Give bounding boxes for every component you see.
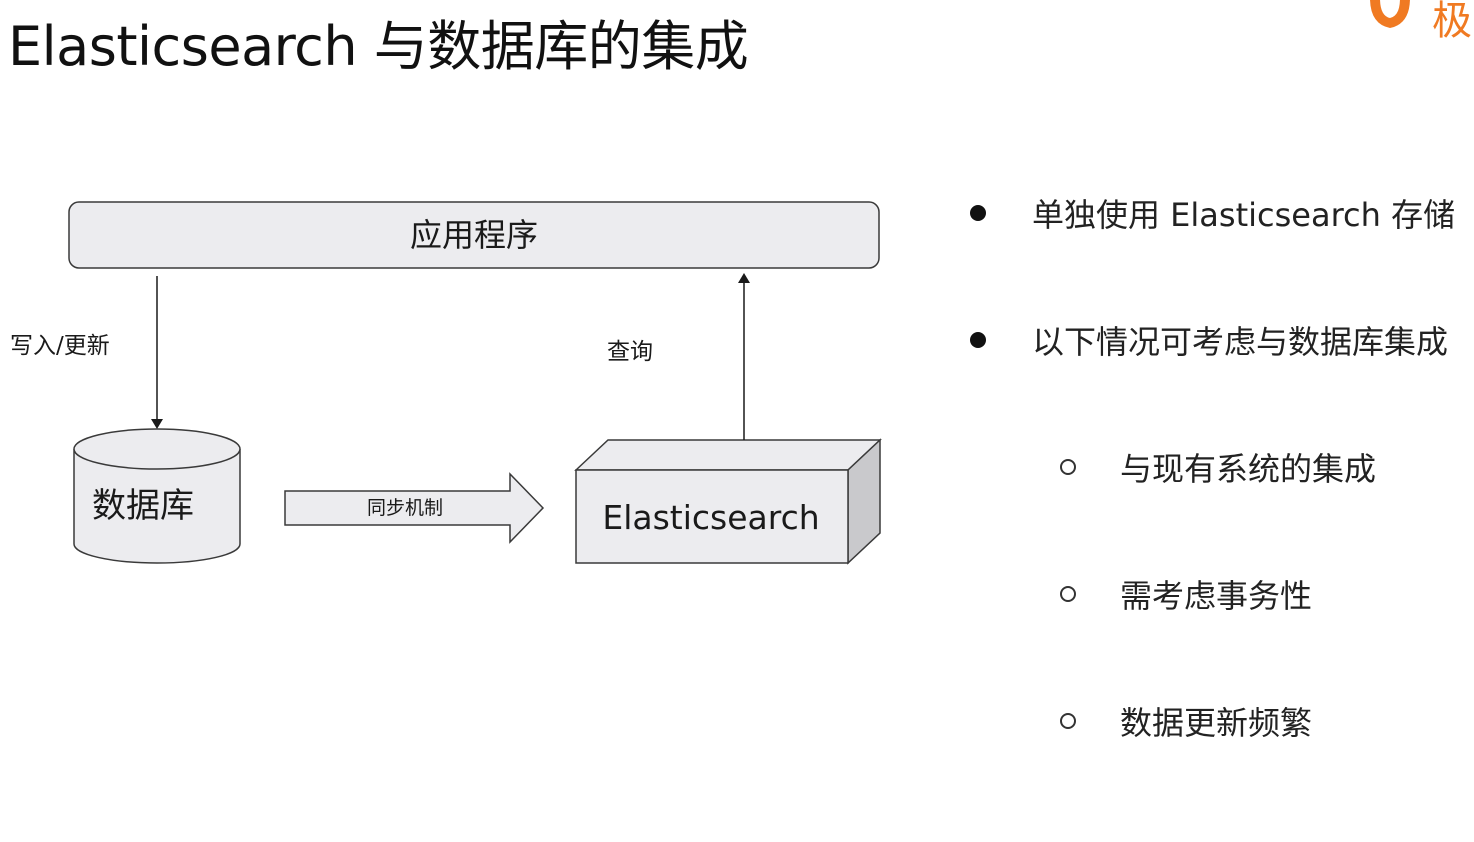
bullet-dot-icon [970, 205, 986, 221]
application-box [68, 201, 880, 269]
bullet-circle-icon [1060, 586, 1076, 602]
bullet-circle-icon [1060, 459, 1076, 475]
database-cylinder [73, 428, 241, 564]
elasticsearch-box [574, 438, 882, 565]
application-label: 应用程序 [410, 216, 538, 254]
sub-bullet-text: 与现有系统的集成 [1120, 450, 1377, 488]
bullet-circle-icon [1060, 713, 1076, 729]
elasticsearch-label: Elasticsearch [602, 498, 819, 537]
geektime-logo-icon [1370, 0, 1410, 28]
bullet-text: 单独使用 Elasticsearch 存储 [1032, 196, 1456, 234]
slide-title: Elasticsearch 与数据库的集成 [8, 15, 749, 78]
logo-text: 极 [1432, 0, 1472, 44]
query-label: 查询 [607, 339, 653, 365]
sub-bullet-text: 数据更新频繁 [1120, 704, 1313, 742]
bullet-text: 以下情况可考虑与数据库集成 [1032, 323, 1449, 361]
database-label: 数据库 [92, 486, 194, 526]
write-label: 写入/更新 [10, 333, 110, 359]
bullet-dot-icon [970, 332, 986, 348]
sync-arrow [284, 472, 545, 544]
architecture-diagram: 应用程序 写入/更新 数据库 同步机制 Elasticsearch 查询 [10, 201, 882, 565]
sync-label: 同步机制 [367, 497, 443, 519]
sub-bullet-text: 需考虑事务性 [1120, 577, 1313, 615]
